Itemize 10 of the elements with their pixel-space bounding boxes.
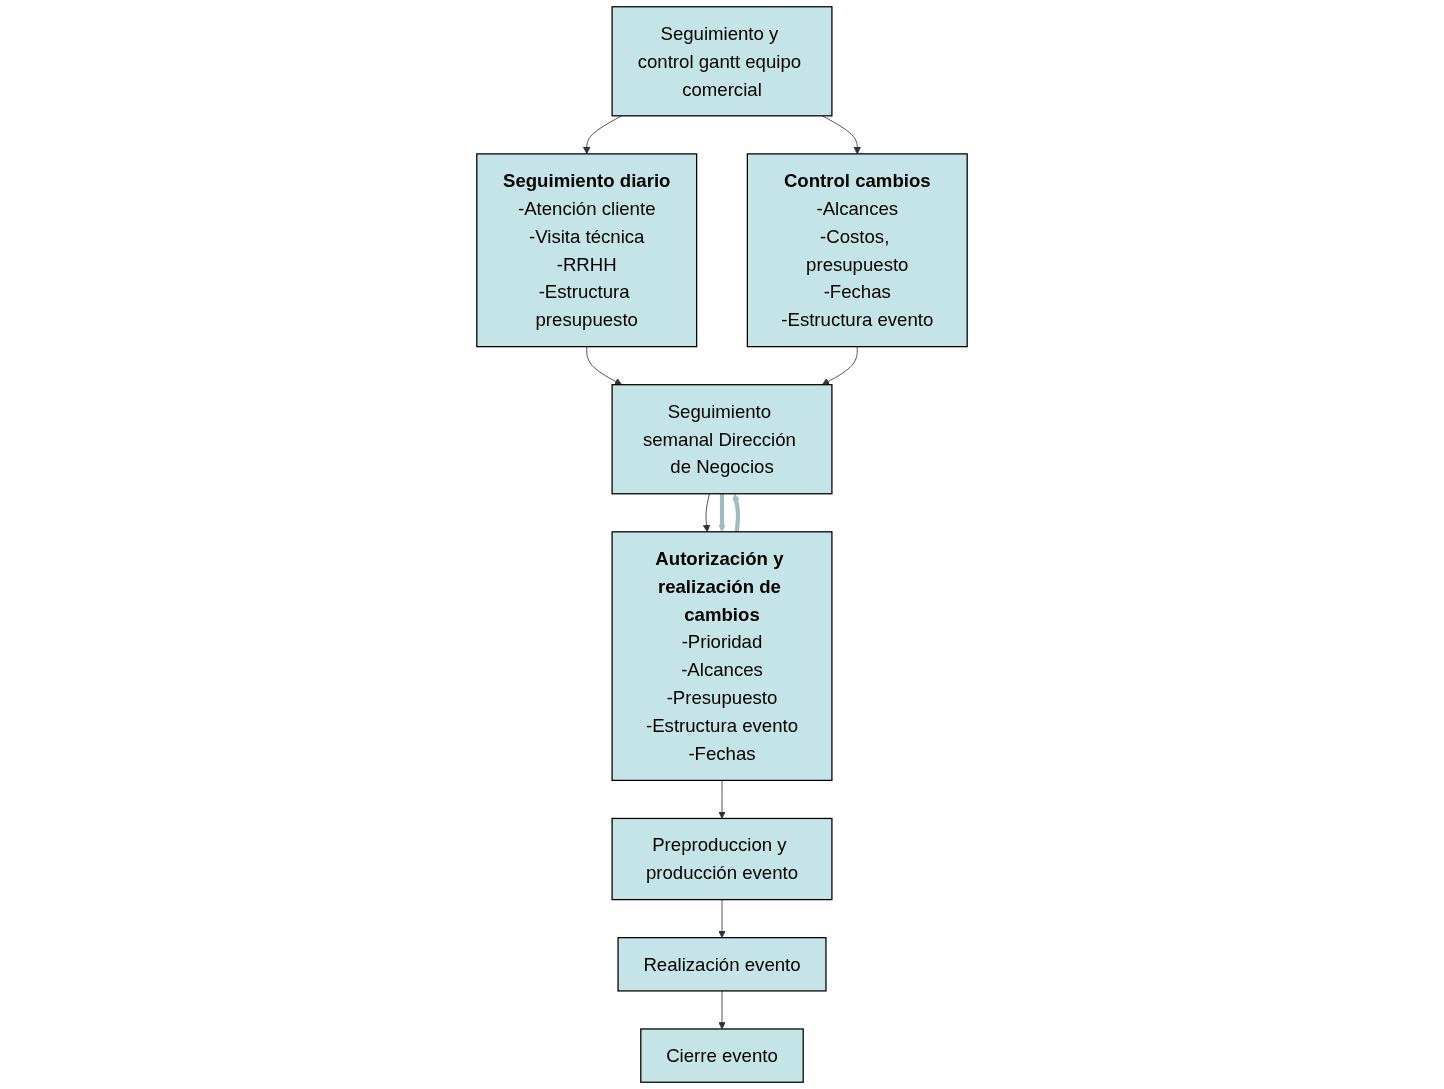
arrow — [732, 493, 741, 533]
node-box: Preproduccion y producción evento — [611, 817, 833, 901]
node-box: Control cambios -Alcances -Costos, presupuesto -Fechas -Estructura evento — [746, 153, 968, 348]
node-box: Realización evento — [617, 937, 827, 992]
node-box: Seguimiento y control gantt equipo comercial — [611, 6, 833, 117]
node-box: Seguimiento diario -Atención cliente -Visita técnica -RRHH -Estructura presupuesto — [476, 153, 698, 348]
node-box: Autorización y realización de cambios -Prioridad -Alcances -Presupuesto -Estructura evento -Fechas — [611, 531, 833, 782]
arrow — [718, 493, 726, 533]
node-box: Seguimiento semanal Dirección de Negocios — [611, 384, 833, 495]
node-box: Cierre evento — [640, 1028, 804, 1083]
